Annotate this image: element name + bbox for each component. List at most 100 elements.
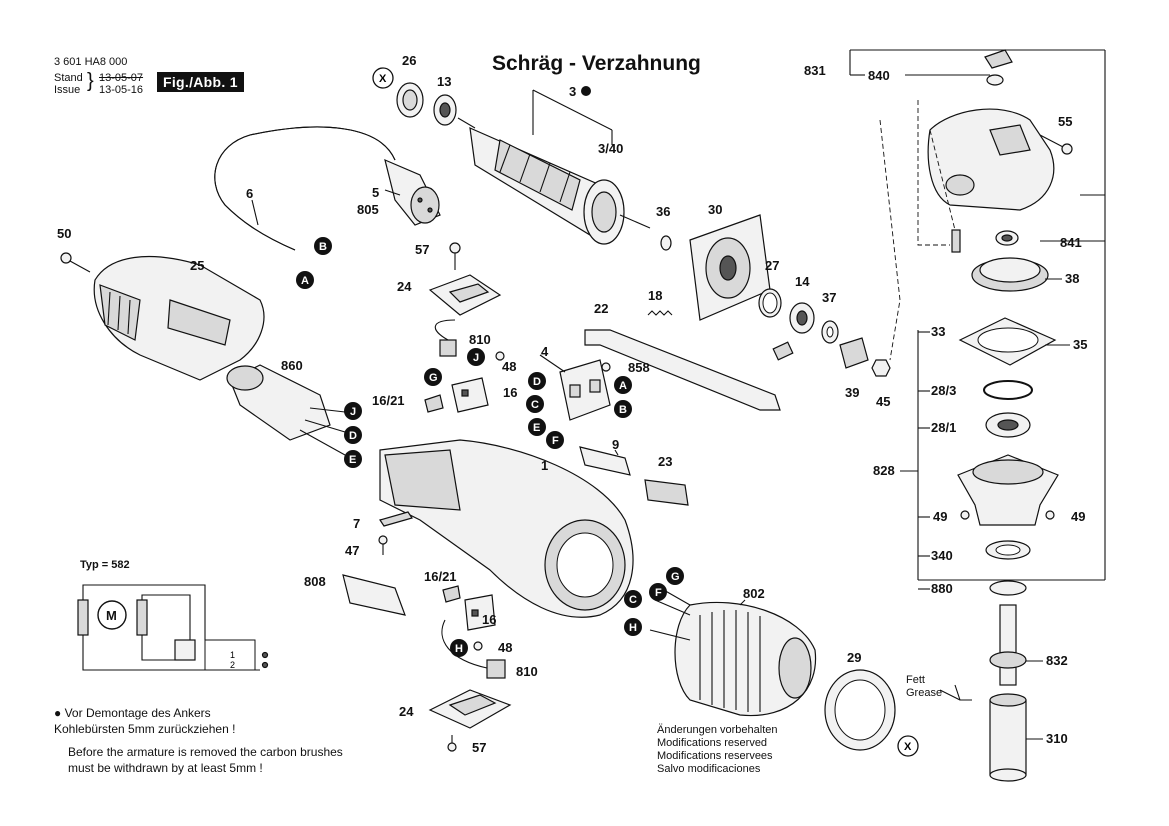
seal-340 bbox=[985, 540, 1031, 560]
label-14: 14 bbox=[795, 274, 810, 289]
label-57-bottom: 57 bbox=[472, 740, 486, 755]
label-45: 45 bbox=[876, 394, 890, 409]
label-24-top: 24 bbox=[397, 279, 412, 294]
brush-16-21-bottom bbox=[442, 585, 461, 603]
armature-3 bbox=[457, 117, 651, 245]
o-ring-27 bbox=[758, 288, 782, 318]
label-831: 831 bbox=[804, 63, 826, 78]
lever-22 bbox=[584, 329, 781, 411]
svg-text:C: C bbox=[531, 399, 539, 411]
power-cable-6 bbox=[214, 126, 396, 251]
clip-7 bbox=[379, 511, 413, 527]
brush-ring-26 bbox=[396, 82, 424, 118]
note-en-line1: Before the armature is removed the carbo… bbox=[68, 745, 343, 759]
note-en-line2: must be withdrawn by at least 5mm ! bbox=[68, 761, 263, 775]
svg-text:X: X bbox=[379, 73, 387, 85]
switch-cover-24-bottom bbox=[428, 689, 512, 729]
label-37: 37 bbox=[822, 290, 836, 305]
label-36: 36 bbox=[656, 204, 670, 219]
mod-line: Salvo modificaciones bbox=[657, 763, 761, 775]
connector-D-860: D bbox=[344, 426, 362, 444]
capacitor-810-bottom bbox=[441, 619, 506, 679]
sticker-808 bbox=[342, 574, 406, 616]
label-828: 828 bbox=[873, 463, 895, 478]
stand-date-new: 13-05-16 bbox=[99, 84, 144, 96]
label-49-right: 49 bbox=[1071, 509, 1085, 524]
circlip-28-3 bbox=[983, 380, 1033, 400]
connector-A-top: A bbox=[296, 271, 314, 289]
label-832: 832 bbox=[1046, 653, 1068, 668]
connector-B-switch: B bbox=[614, 400, 632, 418]
modifications-note: Änderungen vorbehalten Modifications res… bbox=[657, 724, 777, 776]
label-50: 50 bbox=[57, 226, 71, 241]
label-858: 858 bbox=[628, 360, 650, 375]
label-4: 4 bbox=[541, 344, 549, 359]
label-16-21-top: 16/21 bbox=[372, 393, 405, 408]
screw-858 bbox=[601, 362, 611, 372]
connector-E-860: E bbox=[344, 450, 362, 468]
connector-G-top: G bbox=[424, 368, 442, 386]
label-840: 840 bbox=[868, 68, 890, 83]
grip-23 bbox=[644, 479, 689, 506]
label-9: 9 bbox=[612, 437, 619, 452]
label-48-bottom: 48 bbox=[498, 640, 512, 655]
brace: } bbox=[87, 70, 94, 92]
svg-text:B: B bbox=[319, 241, 327, 253]
label-49-left: 49 bbox=[933, 509, 947, 524]
spindle-832 bbox=[989, 604, 1027, 686]
screw-50 bbox=[60, 252, 91, 273]
plug-5 bbox=[384, 158, 441, 226]
flange-nut-310 bbox=[989, 693, 1027, 782]
pinion-39 bbox=[839, 337, 869, 369]
typ-label: Typ = 582 bbox=[80, 559, 130, 571]
screw-55 bbox=[1039, 134, 1073, 155]
connector-E-switch: E bbox=[528, 418, 546, 436]
label-28-3: 28/3 bbox=[931, 383, 956, 398]
note-de-line2: Kohlebürsten 5mm zurückziehen ! bbox=[54, 722, 236, 736]
svg-text:D: D bbox=[533, 376, 541, 388]
nut-45 bbox=[871, 359, 891, 377]
label-29: 29 bbox=[847, 650, 861, 665]
field-coil-802 bbox=[649, 584, 817, 717]
svg-text:J: J bbox=[350, 406, 356, 418]
connector-D-switch: D bbox=[528, 372, 546, 390]
mod-line: Modifications reserved bbox=[657, 737, 768, 749]
switch-cover-24-top bbox=[428, 274, 502, 316]
label-810-top: 810 bbox=[469, 332, 491, 347]
label-860: 860 bbox=[281, 358, 303, 373]
air-guide-29 bbox=[824, 669, 896, 751]
svg-text:H: H bbox=[455, 643, 463, 655]
label-28-1: 28/1 bbox=[931, 420, 956, 435]
connector-F-coil: F bbox=[649, 583, 667, 601]
screw-48-bottom bbox=[473, 641, 483, 651]
issue-label: Issue bbox=[54, 84, 81, 96]
svg-text:A: A bbox=[619, 380, 627, 392]
washer-36 bbox=[660, 235, 672, 251]
label-57-top: 57 bbox=[415, 242, 429, 257]
fett-label: Fett bbox=[906, 674, 925, 686]
flange-33-35 bbox=[958, 317, 1057, 366]
mod-line: Modifications reservees bbox=[657, 750, 773, 762]
label-16-bottom: 16 bbox=[482, 612, 496, 627]
label-808: 808 bbox=[304, 574, 326, 589]
label-23: 23 bbox=[658, 454, 672, 469]
bearing-841 bbox=[995, 230, 1019, 246]
label-38: 38 bbox=[1065, 271, 1079, 286]
label-16-21-bottom: 16/21 bbox=[424, 569, 457, 584]
label-33: 33 bbox=[931, 324, 945, 339]
label-13: 13 bbox=[437, 74, 451, 89]
svg-text:E: E bbox=[533, 422, 540, 434]
motor-symbol: M bbox=[106, 608, 117, 623]
svg-text:X: X bbox=[904, 741, 912, 753]
label-47: 47 bbox=[345, 543, 359, 558]
label-310: 310 bbox=[1046, 731, 1068, 746]
label-3-40: 3/40 bbox=[598, 141, 623, 156]
connector-A-switch: A bbox=[614, 376, 632, 394]
label-1: 1 bbox=[541, 458, 548, 473]
label-805: 805 bbox=[357, 202, 379, 217]
label-35: 35 bbox=[1073, 337, 1087, 352]
label-880: 880 bbox=[931, 581, 953, 596]
label-25: 25 bbox=[190, 258, 204, 273]
switch-pos-1: 1 bbox=[230, 650, 235, 660]
